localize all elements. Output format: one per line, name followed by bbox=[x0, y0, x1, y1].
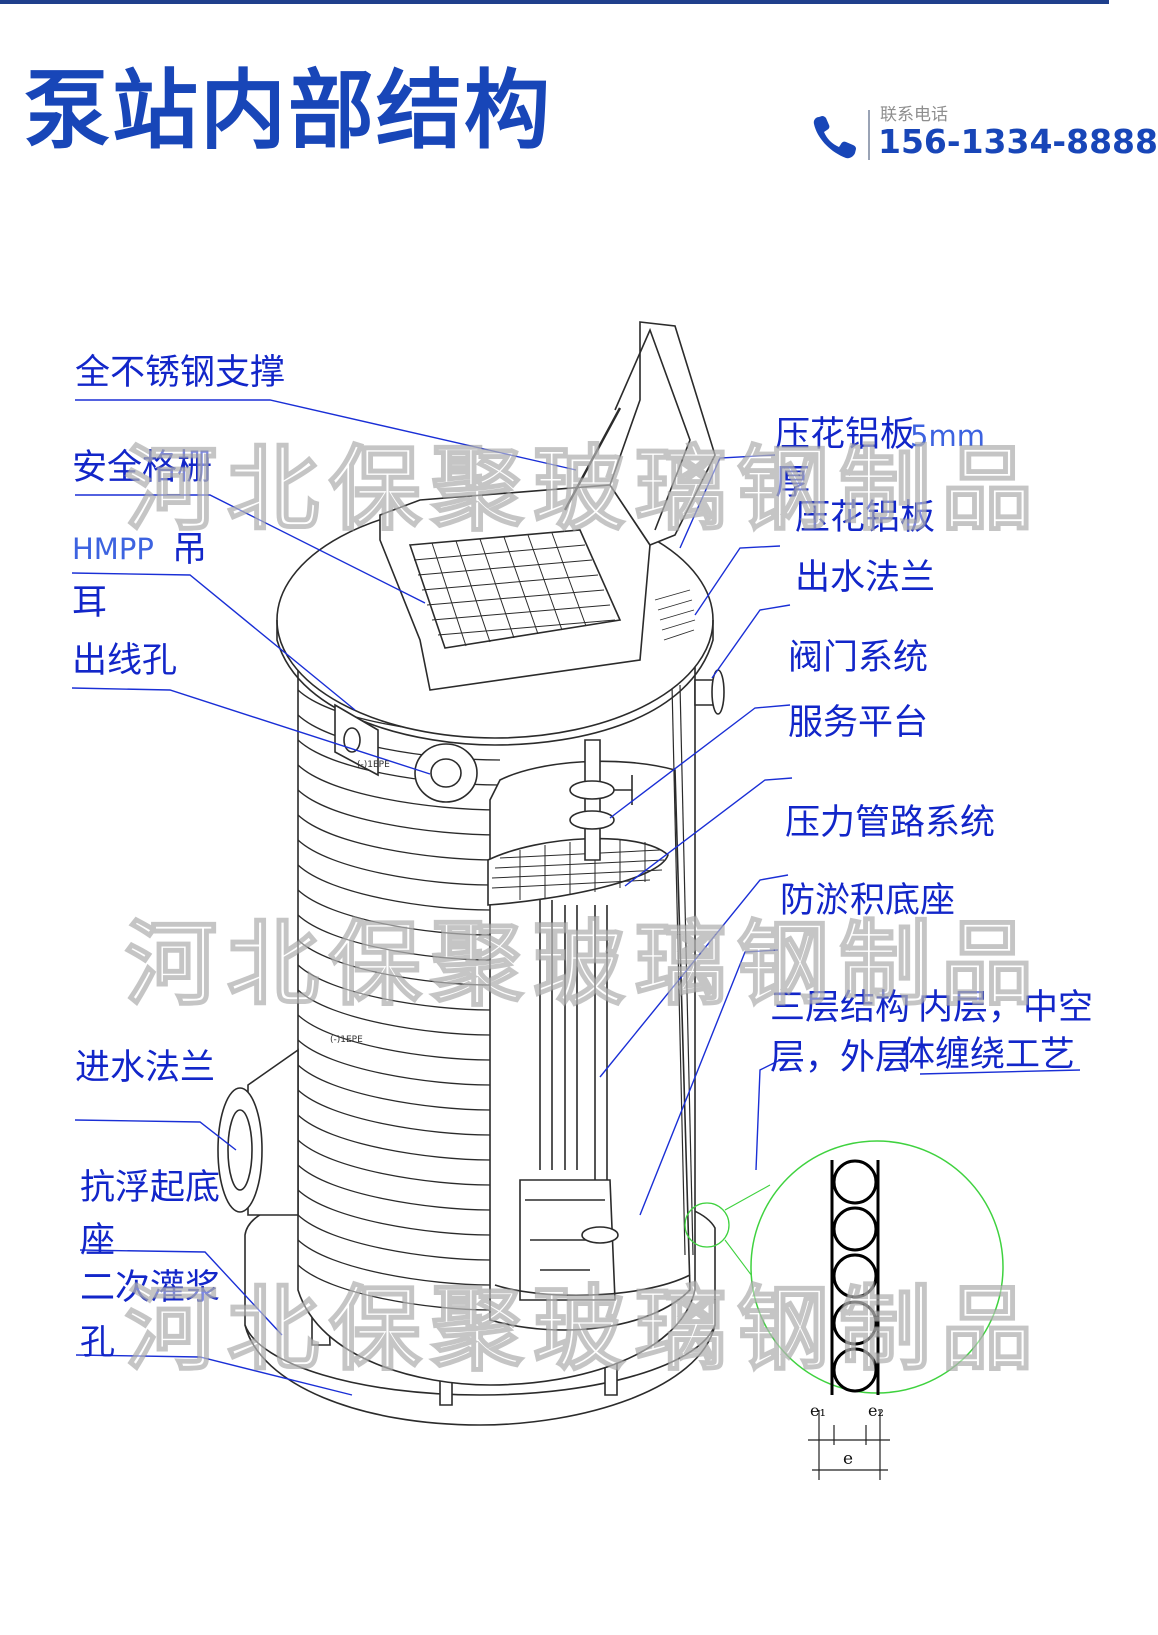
label-outlet-flange: 出水法兰 bbox=[795, 558, 936, 598]
pump-station-drawing bbox=[71, 321, 1081, 1480]
label-grouting-hole: 二次灌浆 bbox=[80, 1268, 221, 1308]
service-platform bbox=[487, 837, 669, 906]
dimension-e1: e₁ bbox=[810, 1401, 826, 1420]
anti-silt-base bbox=[494, 1274, 691, 1296]
label-safety-grille: 安全格栅 bbox=[72, 448, 213, 488]
label-anti-float-base-2: 座 bbox=[80, 1221, 116, 1261]
contact-caption: 联系电话 bbox=[880, 105, 948, 125]
cable-outlet-flange bbox=[414, 743, 478, 803]
contact-divider bbox=[868, 110, 870, 160]
label-three-layer-line2: 层，外层 bbox=[770, 1038, 911, 1078]
contact-block: 联系电话 156-1334-8888 bbox=[810, 100, 1158, 170]
lid-texture bbox=[654, 589, 696, 641]
inlet-flange bbox=[217, 1087, 263, 1213]
label-three-layer-detail: 内层，中空 bbox=[918, 988, 1094, 1028]
label-lifting-lug-2: 耳 bbox=[72, 583, 108, 623]
label-plate-thickness: 5mm bbox=[910, 419, 985, 453]
label-valve-system: 阀门系统 bbox=[788, 638, 929, 678]
platform-grid bbox=[491, 840, 665, 900]
label-anti-float-base: 抗浮起底 bbox=[80, 1168, 221, 1208]
phone-number: 156-1334-8888 bbox=[878, 122, 1158, 161]
hatch-lid bbox=[609, 321, 716, 546]
dimension-e2: e₂ bbox=[868, 1401, 884, 1420]
label-anti-silt-base: 防淤积底座 bbox=[780, 881, 956, 921]
label-three-layer-line3: 体缠绕工艺 bbox=[900, 1035, 1076, 1075]
dimension-e: e bbox=[843, 1449, 854, 1469]
label-grouting-hole-2: 孔 bbox=[80, 1323, 116, 1363]
label-thickness-suffix: 厚 bbox=[775, 463, 811, 503]
phone-icon bbox=[813, 116, 856, 159]
stainless-support bbox=[563, 407, 622, 511]
valve-riser bbox=[584, 739, 601, 861]
label-three-layer: 三层结构 bbox=[770, 988, 911, 1028]
label-cable-outlet: 出线孔 bbox=[72, 641, 178, 681]
label-lifting-lug: 吊 bbox=[172, 530, 208, 570]
label-embossed-plate-thickness: 压花铝板 bbox=[775, 415, 916, 455]
label-stainless-support: 全不锈钢支撑 bbox=[75, 353, 286, 393]
valve bbox=[569, 780, 615, 800]
label-embossed-plate: 压花铝板 bbox=[795, 498, 936, 538]
three-layer-detail bbox=[684, 1140, 1004, 1480]
page-title: 泵站内部结构 bbox=[24, 61, 552, 161]
label-inlet-flange: 进水法兰 bbox=[75, 1048, 216, 1088]
label-hmpp: HMPP bbox=[72, 532, 154, 566]
tank-marking: (-)1EPE bbox=[330, 1035, 363, 1045]
pump-station-diagram: (-)1EPE (-)1EPE 全不锈钢支撑 安全格栅 HMPP 吊 耳 出线孔… bbox=[0, 290, 1109, 1520]
leader-lines bbox=[71, 399, 1081, 1396]
grille-grid bbox=[413, 532, 616, 647]
lifting-lug bbox=[334, 703, 379, 777]
top-border bbox=[0, 0, 1109, 4]
tank-marking: (-)1EPE bbox=[357, 760, 390, 770]
label-service-platform: 服务平台 bbox=[788, 703, 929, 743]
label-pressure-pipe-system: 压力管路系统 bbox=[785, 803, 996, 843]
